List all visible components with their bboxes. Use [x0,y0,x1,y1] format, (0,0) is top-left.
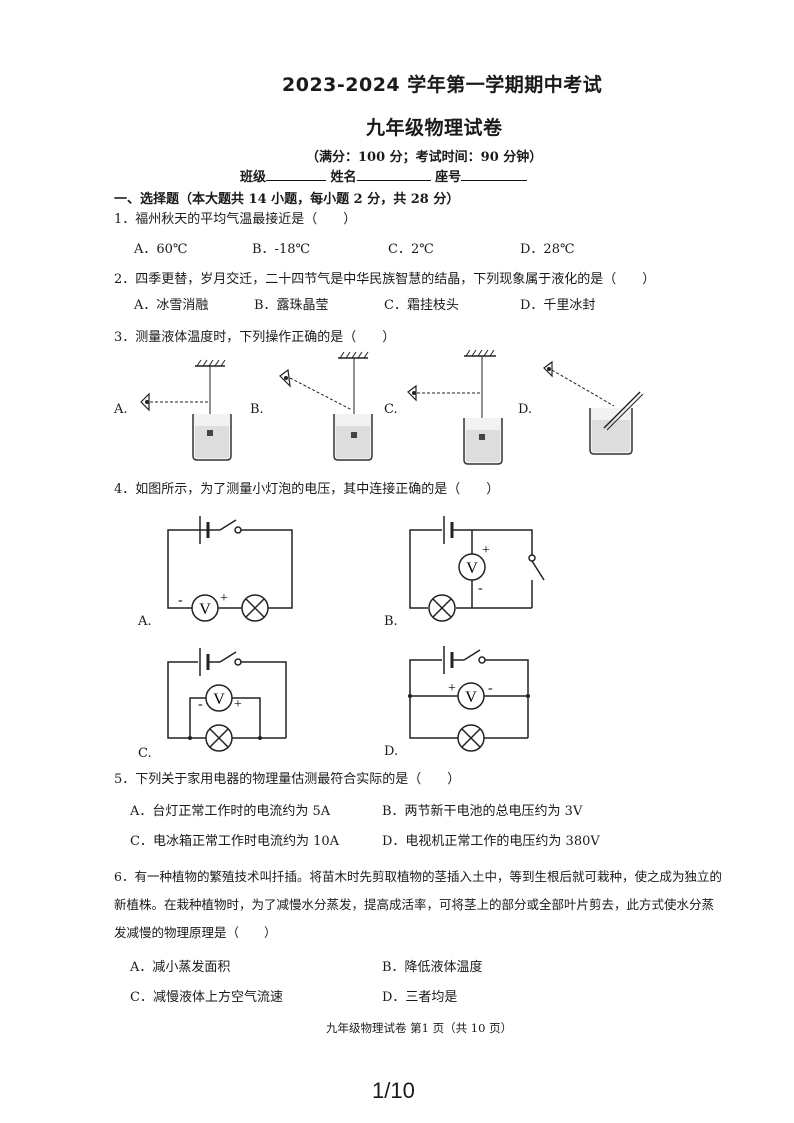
question-6-stem-line3: 发减慢的物理原理是（ ） [114,925,277,940]
q3-option-a: A. [114,402,128,417]
student-info-line: 班级 姓名 座号 [240,166,528,185]
question-6-stem-line2: 新植株。在栽种植物时，为了减慢水分蒸发，提高成活率，可将茎上的部分或全部叶片剪去… [114,897,715,912]
q3-figure-d [543,360,644,455]
seat-label: 座号 [435,170,462,185]
q6-option-d: D．三者均是 [382,990,458,1005]
q6-option-c: C．减慢液体上方空气流速 [130,990,283,1005]
q4-circuit-c: V - + [167,648,287,752]
q5-option-c: C．电冰箱正常工作时电流约为 10A [130,834,340,849]
q5-option-a: A．台灯正常工作时的电流约为 5A [130,804,331,819]
q6-option-b: B．降低液体温度 [382,960,483,975]
seat-blank [461,168,528,181]
q1-option-a: A．60℃ [134,242,188,257]
question-2-stem: 2．四季更替，岁月交迁，二十四节气是中华民族智慧的结晶，下列现象属于液化的是（ … [114,272,656,287]
q4a-minus: - [178,593,183,608]
q3-figure-a [140,359,232,461]
q4d-voltmeter-symbol: V [465,689,477,706]
page-indicator: 1/10 [372,1078,415,1103]
q3-option-c: C. [384,402,398,417]
q4-option-c: C. [138,746,152,761]
q4-option-d: D. [384,744,399,759]
q5-option-d: D．电视机正常工作的电压约为 380V [382,834,600,849]
page-footer: 九年级物理试卷 第1 页（共 10 页） [326,1021,513,1035]
question-6-stem-line1: 6．有一种植物的繁殖技术叫扦插。将苗木时先剪取植物的茎插入土中，等到生根后就可栽… [114,869,722,884]
q4c-voltmeter-symbol: V [213,691,225,708]
q4a-plus: + [220,591,228,606]
q4-circuit-b: V + - [409,516,545,622]
q4b-voltmeter-symbol: V [466,560,478,577]
q2-option-c: C．霜挂枝头 [384,298,459,313]
q1-option-d: D．28℃ [520,242,575,257]
question-5-stem: 5．下列关于家用电器的物理量估测最符合实际的是（ ） [114,772,461,787]
q2-option-a: A．冰雪消融 [134,298,209,313]
q2-option-b: B．露珠晶莹 [254,298,329,313]
q1-option-c: C．2℃ [388,242,434,257]
exam-info: （满分：100 分；考试时间：90 分钟） [306,150,543,165]
exam-title: 2023-2024 学年第一学期期中考试 [282,74,603,96]
q4-option-a: A. [138,614,152,629]
q3-figure-b [279,351,373,461]
q4b-plus: + [482,543,490,558]
q4c-plus: + [234,697,242,712]
question-1-stem: 1．福州秋天的平均气温最接近是（ ） [114,212,357,227]
q4-circuit-a: V - + [167,516,293,622]
q4-circuit-d: V + - [408,646,530,752]
paper-subtitle: 九年级物理试卷 [366,117,503,139]
q1-option-b: B．-18℃ [252,242,311,257]
name-label: 姓名 [330,170,357,185]
q3-option-b: B. [250,402,264,417]
q4d-minus: - [488,681,493,696]
q4d-plus: + [448,681,456,696]
name-blank [356,168,431,181]
q3-figure-c [407,349,503,465]
q4c-minus: - [198,697,203,712]
q4a-voltmeter-symbol: V [199,601,211,618]
class-label: 班级 [240,170,267,185]
q3-option-d: D. [518,402,533,417]
question-3-stem: 3．测量液体温度时，下列操作正确的是（ ） [114,330,396,345]
q4-option-b: B. [384,614,398,629]
class-blank [266,168,327,181]
q4b-minus: - [478,581,483,596]
q6-option-a: A．减小蒸发面积 [130,960,231,975]
question-4-stem: 4．如图所示，为了测量小灯泡的电压，其中连接正确的是（ ） [114,482,500,497]
section-heading: 一、选择题（本大题共 14 小题，每小题 2 分，共 28 分） [114,192,460,207]
q2-option-d: D．千里冰封 [520,298,596,313]
q5-option-b: B．两节新干电池的总电压约为 3V [382,804,583,819]
